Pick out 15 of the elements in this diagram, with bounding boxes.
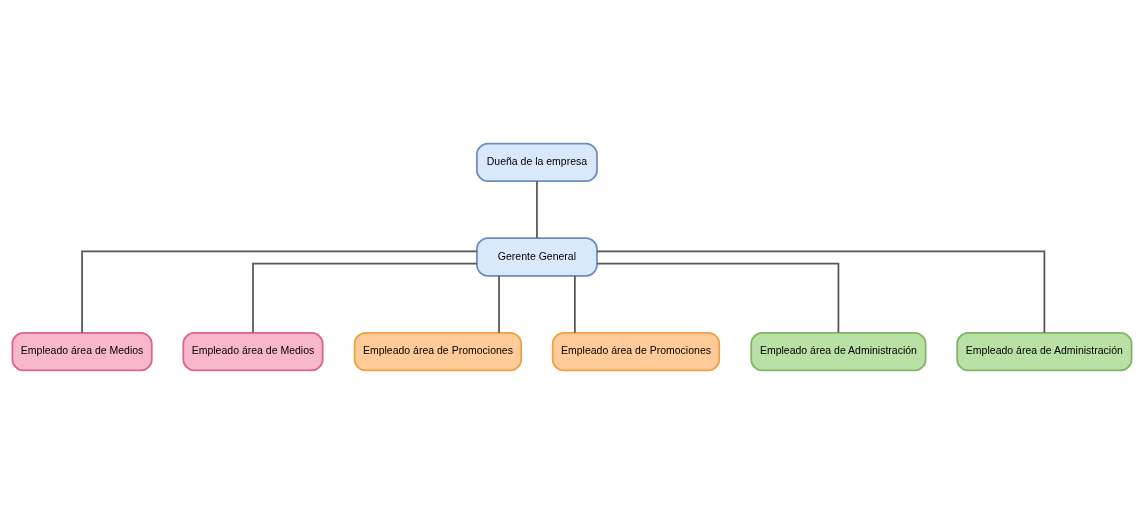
connector bbox=[536, 179, 538, 239]
connector bbox=[498, 274, 500, 334]
connector bbox=[573, 274, 576, 334]
node-box: Empleado área de Administración bbox=[750, 331, 927, 371]
node-box: Dueña de la empresa bbox=[476, 142, 598, 182]
node-box: Empleado área de Promociones bbox=[551, 331, 721, 371]
node-box: Gerente General bbox=[476, 236, 598, 277]
connector bbox=[81, 249, 478, 334]
node-box: Empleado área de Administración bbox=[956, 331, 1133, 371]
node-box: Empleado área de Medios bbox=[11, 331, 153, 371]
node-box: Empleado área de Medios bbox=[182, 331, 324, 371]
node-box: Empleado área de Promociones bbox=[353, 331, 523, 371]
connector bbox=[596, 249, 1046, 334]
connector bbox=[596, 262, 840, 333]
connector bbox=[252, 262, 478, 333]
